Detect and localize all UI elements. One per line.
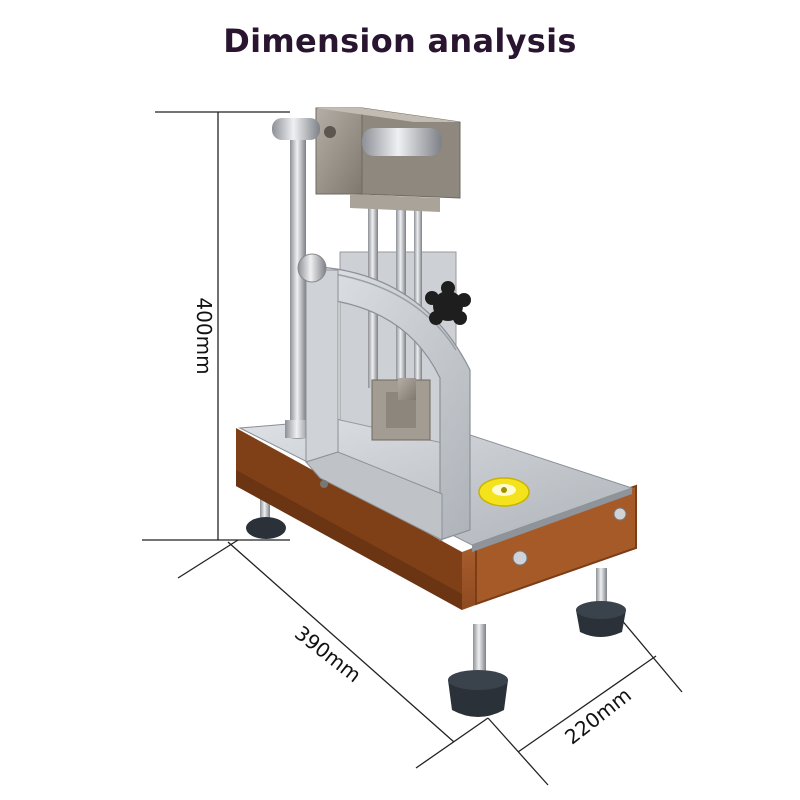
height-label: 400mm	[192, 297, 216, 375]
page-title: Dimension analysis	[223, 22, 577, 60]
locking-knob-icon	[425, 281, 471, 325]
depth-dimension-lines	[177, 539, 489, 769]
bubble-level	[478, 477, 530, 507]
wooden-base	[236, 428, 637, 610]
arc-frame	[297, 253, 471, 541]
width-dimension-lines	[487, 617, 683, 786]
guide-rod	[290, 128, 306, 434]
height-dimension-lines	[142, 111, 290, 541]
back-right-foot	[576, 568, 626, 637]
sample-clamp	[371, 378, 431, 441]
front-left-foot	[448, 624, 508, 717]
back-left-foot	[246, 488, 286, 539]
steel-head	[272, 107, 461, 212]
